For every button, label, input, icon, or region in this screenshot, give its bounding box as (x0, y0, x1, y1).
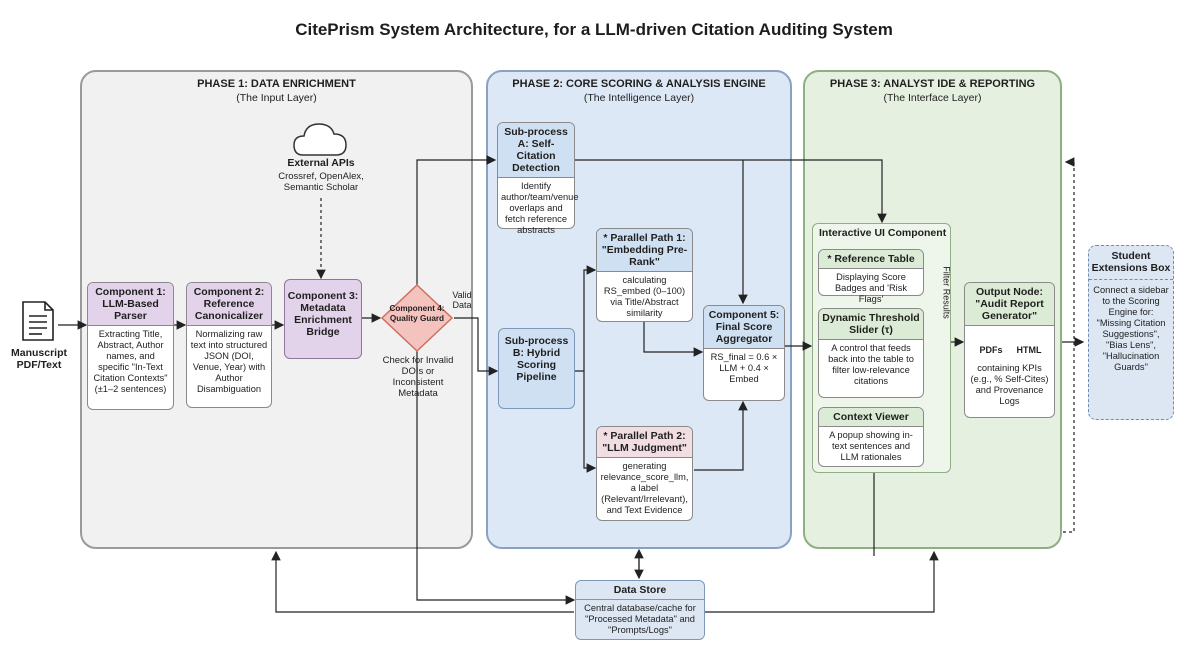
parallel-path-2-title: * Parallel Path 2: "LLM Judgment" (597, 427, 692, 458)
phase-3-subtitle: (The Interface Layer) (883, 92, 982, 104)
data-store-desc: Central database/cache for "Processed Me… (584, 603, 696, 635)
reference-table-box[interactable]: * Reference Table Displaying Score Badge… (818, 249, 924, 304)
quality-guard-desc: Check for Invalid DOIs or Inconsistent M… (382, 355, 454, 399)
phase-1-title: PHASE 1: DATA ENRICHMENT (197, 78, 356, 90)
output-node-title: Output Node: "Audit Report Generator" (965, 283, 1054, 326)
component-2-desc: Normalizing raw text into structured JSO… (190, 329, 268, 394)
external-apis-title: External APIs (287, 157, 355, 169)
reference-table-title: * Reference Table (819, 250, 923, 269)
component-5-box: Component 5: Final Score Aggregator RS_f… (703, 305, 785, 401)
parallel-path-2-desc: generating relevance_score_llm, a label … (600, 461, 689, 515)
threshold-slider-desc: A control that feeds back into the table… (828, 343, 914, 386)
pdf-label: PDFs (979, 345, 1003, 355)
component-1-desc: Extracting Title, Abstract, Author names… (93, 329, 168, 394)
threshold-slider-title: Dynamic Threshold Slider (τ) (819, 309, 923, 340)
subprocess-b-title: Sub-process B: Hybrid Scoring Pipeline (504, 335, 569, 383)
parallel-path-2-box: * Parallel Path 2: "LLM Judgment" genera… (596, 426, 693, 521)
output-node-box: Output Node: "Audit Report Generator" co… (964, 282, 1055, 418)
context-viewer-title: Context Viewer (819, 408, 923, 427)
quality-guard-title: Component 4: Quality Guard (389, 304, 445, 323)
ui-component-title: Interactive UI Component (819, 227, 947, 239)
quality-guard-diamond (380, 283, 454, 353)
cloud-icon (293, 123, 347, 156)
external-apis-desc: Crossref, OpenAlex, Semantic Scholar (278, 171, 364, 193)
component-1-box: Component 1: LLM-Based Parser Extracting… (87, 282, 174, 410)
student-extensions-box: Student Extensions Box Connect a sidebar… (1088, 245, 1174, 420)
valid-data-label: Valid Data (452, 290, 472, 310)
component-2-box: Component 2: Reference Canonicalizer Nor… (186, 282, 272, 408)
phase-2-subtitle: (The Intelligence Layer) (583, 92, 695, 104)
filter-results-label: Filter Results (941, 266, 952, 319)
data-store-title: Data Store (576, 581, 704, 600)
student-extensions-desc: Connect a sidebar to the Scoring Engine … (1093, 285, 1169, 372)
html-label: HTML (1016, 345, 1042, 355)
component-3-box: Component 3: Metadata Enrichment Bridge (284, 279, 362, 359)
phase-3-title: PHASE 3: ANALYST IDE & REPORTING (829, 78, 1036, 90)
component-2-title: Component 2: Reference Canonicalizer (187, 283, 271, 326)
component-3-title: Component 3: Metadata Enrichment Bridge (287, 290, 359, 338)
parallel-path-1-box: * Parallel Path 1: "Embedding Pre-Rank" … (596, 228, 693, 322)
reference-table-desc: Displaying Score Badges and 'Risk Flags' (834, 272, 908, 304)
output-node-desc: containing KPIs (e.g., % Self-Cites) and… (970, 363, 1049, 406)
context-viewer-box[interactable]: Context Viewer A popup showing in-text s… (818, 407, 924, 467)
component-1-title: Component 1: LLM-Based Parser (88, 283, 173, 326)
subprocess-a-box: Sub-process A: Self-Citation Detection I… (497, 122, 579, 235)
component-5-desc: RS_final = 0.6 × LLM + 0.4 × Embed (710, 352, 778, 384)
student-extensions-title: Student Extensions Box (1091, 250, 1171, 274)
threshold-slider-box[interactable]: Dynamic Threshold Slider (τ) A control t… (818, 308, 924, 398)
parallel-path-1-desc: calculating RS_embed (0–100) via Title/A… (603, 275, 686, 318)
subprocess-b-box: Sub-process B: Hybrid Scoring Pipeline (498, 328, 575, 409)
phase-1-subtitle: (The Input Layer) (236, 92, 317, 104)
subprocess-a-title: Sub-process A: Self-Citation Detection (498, 123, 574, 178)
component-5-title: Component 5: Final Score Aggregator (704, 306, 784, 349)
manuscript-label: Manuscript PDF/Text (10, 347, 67, 371)
diagram-title: CitePrism System Architecture, for a LLM… (295, 20, 893, 39)
document-icon (22, 301, 54, 341)
phase-2-title: PHASE 2: CORE SCORING & ANALYSIS ENGINE (512, 78, 766, 90)
subprocess-a-desc: Identify author/team/venue overlaps and … (501, 181, 579, 235)
data-store-box: Data Store Central database/cache for "P… (575, 580, 705, 640)
context-viewer-desc: A popup showing in-text sentences and LL… (829, 430, 913, 462)
parallel-path-1-title: * Parallel Path 1: "Embedding Pre-Rank" (597, 229, 692, 272)
